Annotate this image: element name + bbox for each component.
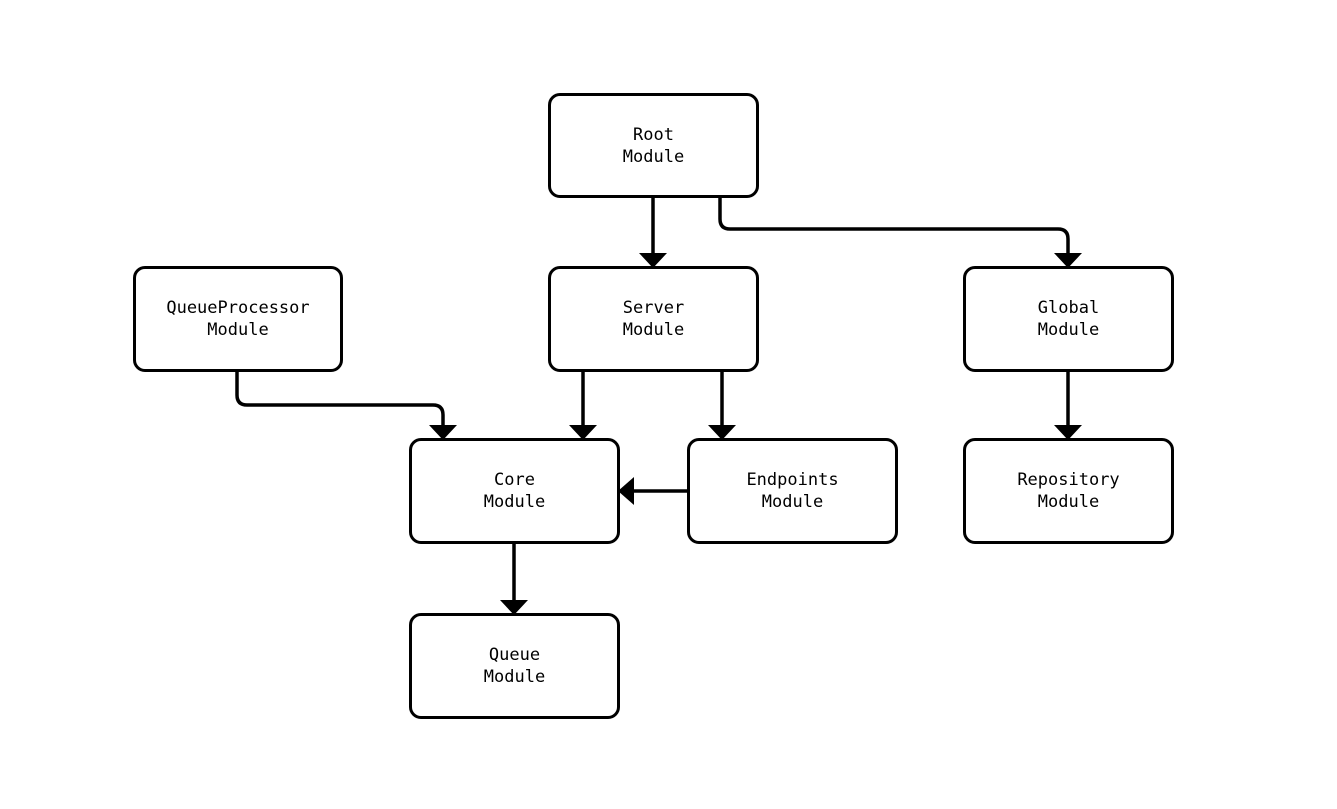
node-core-module-label: Core Module (483, 470, 546, 512)
arrowhead-endpoints-to-core (618, 477, 634, 505)
node-core-module[interactable]: Core Module (409, 438, 620, 544)
node-server-module[interactable]: Server Module (548, 266, 759, 372)
node-queueprocessor-module[interactable]: QueueProcessor Module (133, 266, 343, 372)
node-endpoints-module-label: Endpoints Module (746, 470, 839, 512)
node-global-module-label: Global Module (1037, 298, 1100, 340)
arrowhead-queueprocessor-to-core (429, 425, 457, 440)
node-repository-module[interactable]: Repository Module (963, 438, 1174, 544)
arrowhead-server-to-core (569, 425, 597, 440)
node-queue-module[interactable]: Queue Module (409, 613, 620, 719)
arrowhead-server-to-endpoints (708, 425, 736, 440)
node-root-module-label: Root Module (622, 124, 685, 167)
node-root-module[interactable]: Root Module (548, 93, 759, 198)
node-queue-module-label: Queue Module (483, 645, 546, 687)
node-repository-module-label: Repository Module (1017, 470, 1120, 512)
arrowhead-root-to-server (639, 253, 667, 268)
node-server-module-label: Server Module (622, 298, 685, 340)
node-queueprocessor-module-label: QueueProcessor Module (166, 298, 310, 340)
edge-root-to-global (718, 198, 1070, 256)
node-global-module[interactable]: Global Module (963, 266, 1174, 372)
arrowhead-global-to-repository (1054, 425, 1082, 440)
arrowhead-core-to-queue (500, 600, 528, 615)
edge-queueprocessor-to-core (235, 372, 445, 428)
node-endpoints-module[interactable]: Endpoints Module (687, 438, 898, 544)
arrowhead-root-to-global (1054, 253, 1082, 268)
